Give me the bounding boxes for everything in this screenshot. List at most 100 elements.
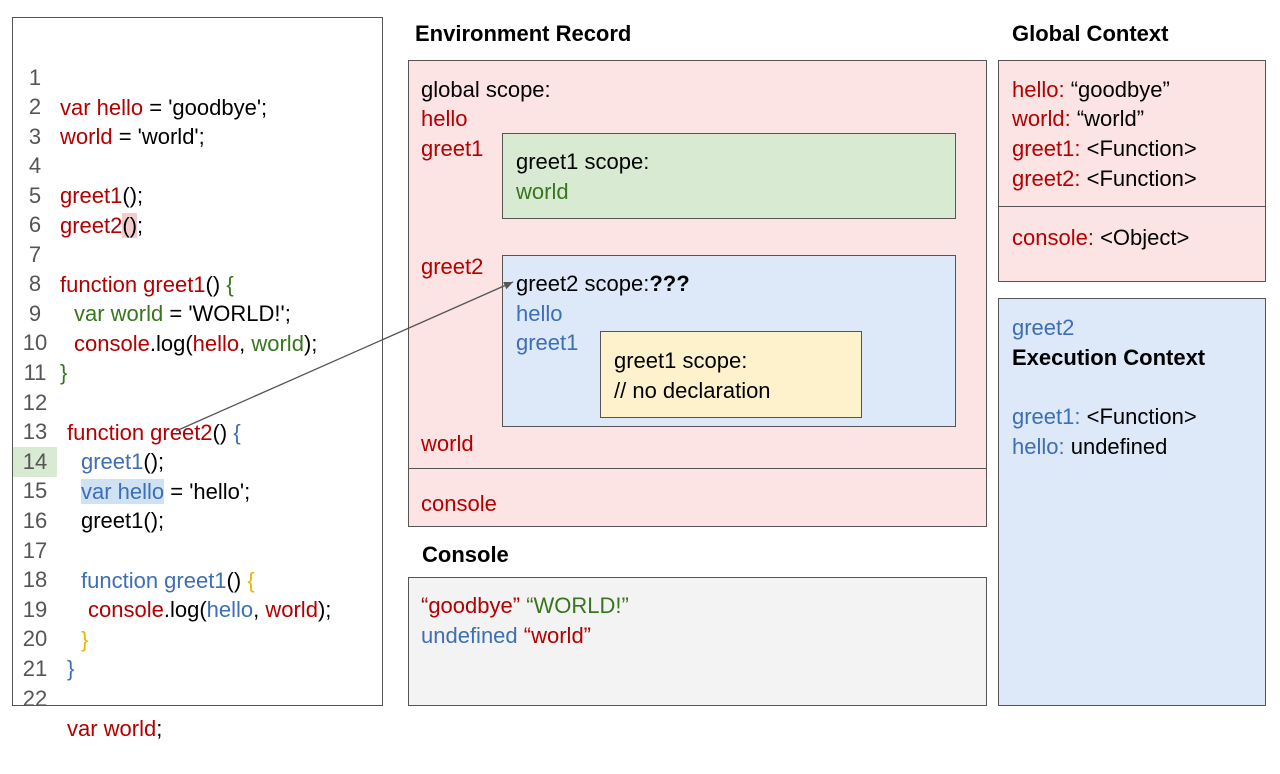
- global-context-value: <Function>: [1086, 166, 1197, 191]
- greet1-scope-var-world: world: [516, 179, 569, 204]
- code-token: greet1: [81, 449, 144, 474]
- execution-context-key: greet1:: [1012, 404, 1081, 429]
- code-token: world: [265, 597, 318, 622]
- code-token: function greet1: [60, 272, 206, 297]
- line-number: 4: [28, 153, 42, 178]
- hoisting-arrow: [175, 281, 514, 432]
- code-line: 17 function greet1() {: [13, 506, 382, 593]
- code-line: 7 function greet1() {: [13, 210, 382, 297]
- code-token: .log(: [163, 597, 207, 622]
- arrow-line: [175, 281, 514, 432]
- code-line: 4 greet1();: [13, 121, 382, 208]
- code-token: }: [67, 656, 75, 681]
- line-number: 15: [22, 478, 48, 503]
- code-token: ;: [156, 716, 163, 741]
- code-line: 18 console.log(hello, world);: [13, 535, 382, 622]
- code-token: var world: [74, 301, 164, 326]
- code-token-highlight: (): [122, 213, 138, 238]
- code-token: = 'WORLD!';: [163, 301, 291, 326]
- line-number: 5: [28, 183, 42, 208]
- line-number: 2: [28, 94, 42, 119]
- execution-context-key: hello:: [1012, 434, 1065, 459]
- global-scope-label: global scope:: [421, 77, 551, 102]
- line-number: 7: [28, 242, 42, 267]
- line-number: 3: [28, 124, 42, 149]
- line-number: 10: [22, 330, 48, 355]
- code-line: 19 }: [13, 565, 382, 652]
- code-token: = 'world';: [112, 124, 205, 149]
- execution-context-row: greet1: <Function>: [1012, 402, 1197, 432]
- global-var-hello: hello: [421, 106, 468, 131]
- code-token: );: [317, 597, 332, 622]
- environment-record-divider: [408, 468, 987, 469]
- greet2-scope-label-text: greet2 scope:: [516, 271, 650, 296]
- code-token: ;: [137, 213, 144, 238]
- code-token: hello: [192, 331, 240, 356]
- code-token: );: [303, 331, 318, 356]
- code-token: function greet1: [81, 568, 227, 593]
- global-context-divider: [998, 206, 1266, 207]
- execution-context-box: [998, 298, 1266, 706]
- global-context-title: Global Context: [1012, 21, 1169, 46]
- global-var-greet2: greet2: [421, 254, 484, 279]
- code-token-highlight: var hello: [81, 479, 165, 504]
- console-line-2: undefined “world”: [421, 621, 591, 651]
- code-line: 1 var hello = 'goodbye';: [13, 33, 382, 120]
- code-token: function greet2: [67, 420, 213, 445]
- global-context-box: [998, 60, 1266, 282]
- line-number-active: 14: [13, 447, 57, 477]
- global-context-row: world: “world”: [1012, 104, 1144, 134]
- greet2-scope-unknown: ???: [649, 271, 690, 296]
- code-line: 10 }: [13, 298, 382, 385]
- global-context-console-row: console: <Object>: [1012, 223, 1189, 253]
- execution-context-value: <Function>: [1086, 404, 1197, 429]
- greet1-scope-box: [502, 133, 956, 219]
- code-token: console: [88, 597, 164, 622]
- line-number: 8: [28, 271, 42, 296]
- execution-context-value: undefined: [1070, 434, 1168, 459]
- console-title: Console: [422, 542, 509, 567]
- execution-context-name: greet2: [1012, 315, 1075, 340]
- line-number: 12: [22, 390, 48, 415]
- line-number: 16: [22, 508, 48, 533]
- console-output: undefined: [421, 623, 518, 648]
- code-token: {: [247, 568, 255, 593]
- line-number: 1: [28, 65, 42, 90]
- code-token: {: [233, 420, 241, 445]
- code-token: ();: [122, 183, 144, 208]
- console-line-1: “goodbye” “WORLD!”: [421, 591, 629, 621]
- console-output: “world”: [523, 623, 592, 648]
- global-context-value: <Object>: [1100, 225, 1190, 250]
- code-token: = 'hello';: [164, 479, 251, 504]
- global-var-console: console: [421, 491, 497, 516]
- greet2-scope-var-greet1: greet1: [516, 330, 579, 355]
- global-var-world: world: [421, 431, 474, 456]
- code-line: 13 greet1();: [13, 387, 382, 474]
- line-number: 6: [28, 212, 42, 237]
- global-context-key: world:: [1012, 106, 1071, 131]
- code-token: greet1();: [81, 508, 165, 533]
- console-box: [408, 577, 987, 706]
- execution-context-title: Execution Context: [1012, 345, 1206, 370]
- line-number: 11: [23, 360, 47, 385]
- code-line-active: 14 var hello = 'hello';: [13, 417, 382, 504]
- global-context-value: “goodbye”: [1070, 77, 1170, 102]
- code-token: var world: [67, 716, 157, 741]
- code-line: 20 }: [13, 594, 382, 681]
- inner-greet1-scope-box: [600, 331, 862, 418]
- line-number: 18: [22, 567, 48, 592]
- global-context-key: greet2:: [1012, 166, 1081, 191]
- code-line: 8 var world = 'WORLD!';: [13, 239, 382, 326]
- global-context-key: console:: [1012, 225, 1094, 250]
- environment-record-title: Environment Record: [415, 21, 632, 46]
- code-token: (): [226, 568, 248, 593]
- code-line: 15 greet1();: [13, 446, 382, 533]
- code-token: var hello: [60, 95, 144, 120]
- code-token: (): [205, 272, 227, 297]
- line-number: 9: [28, 301, 42, 326]
- code-token: world: [251, 331, 304, 356]
- global-context-row: greet1: <Function>: [1012, 134, 1197, 164]
- code-token: {: [226, 272, 234, 297]
- greet1-scope-label: greet1 scope:: [516, 149, 650, 174]
- line-number: 13: [22, 419, 48, 444]
